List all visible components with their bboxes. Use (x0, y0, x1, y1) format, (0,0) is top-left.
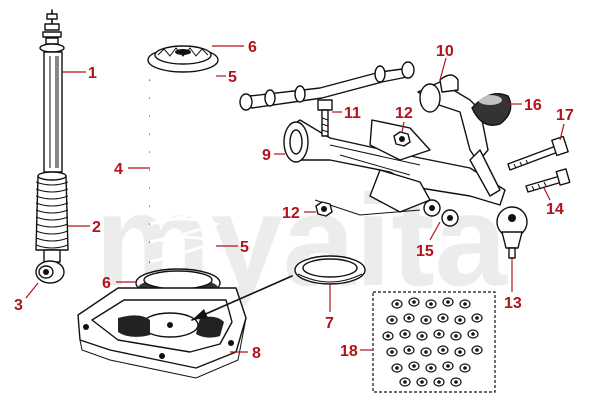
callout-12a: 12 (395, 105, 413, 122)
callout-15: 15 (416, 243, 434, 260)
callout-12b: 12 (282, 205, 300, 222)
callouts: 1 2 3 4 5 5 6 6 7 8 9 10 11 12 12 13 14 … (14, 39, 574, 362)
callout-13: 13 (504, 295, 522, 312)
callout-4: 4 (114, 161, 123, 178)
upper-spring-pad[interactable] (147, 45, 219, 73)
callout-5b: 5 (240, 239, 249, 256)
bolt-17[interactable] (507, 135, 569, 171)
rubber-ring[interactable] (294, 255, 366, 285)
callout-5a: 5 (228, 69, 237, 86)
shock-absorber[interactable] (39, 9, 65, 173)
callout-6b: 6 (102, 275, 111, 292)
callout-6a: 6 (248, 39, 257, 56)
callout-2: 2 (92, 219, 101, 236)
bush-15[interactable] (423, 199, 459, 227)
callout-3: 3 (14, 297, 23, 314)
insert-arrow (191, 275, 293, 321)
callout-14: 14 (546, 201, 564, 218)
bolt-14[interactable] (525, 168, 571, 193)
ball-joint[interactable] (496, 206, 528, 259)
tie-rod[interactable] (239, 61, 415, 111)
callout-7: 7 (325, 315, 334, 332)
nut-12-upper[interactable] (393, 131, 411, 147)
coil-spring[interactable] (149, 74, 222, 264)
callout-1: 1 (88, 65, 97, 82)
leader-lines (25, 45, 565, 353)
shock-bellows[interactable] (35, 171, 69, 251)
nut-kit[interactable] (372, 291, 496, 393)
callout-18: 18 (340, 343, 358, 360)
upper-wishbone[interactable] (417, 74, 501, 197)
callout-16: 16 (524, 97, 542, 114)
nut-12-lower[interactable] (315, 201, 333, 217)
callout-17: 17 (556, 107, 574, 124)
callout-9: 9 (262, 147, 271, 164)
bump-stop[interactable] (471, 93, 512, 126)
callout-10: 10 (436, 43, 454, 60)
bolt-11[interactable] (317, 99, 333, 137)
callout-11: 11 (344, 105, 361, 122)
shock-lower-eye[interactable] (35, 249, 65, 284)
callout-8: 8 (252, 345, 261, 362)
spring-seat-plate[interactable] (77, 287, 247, 379)
